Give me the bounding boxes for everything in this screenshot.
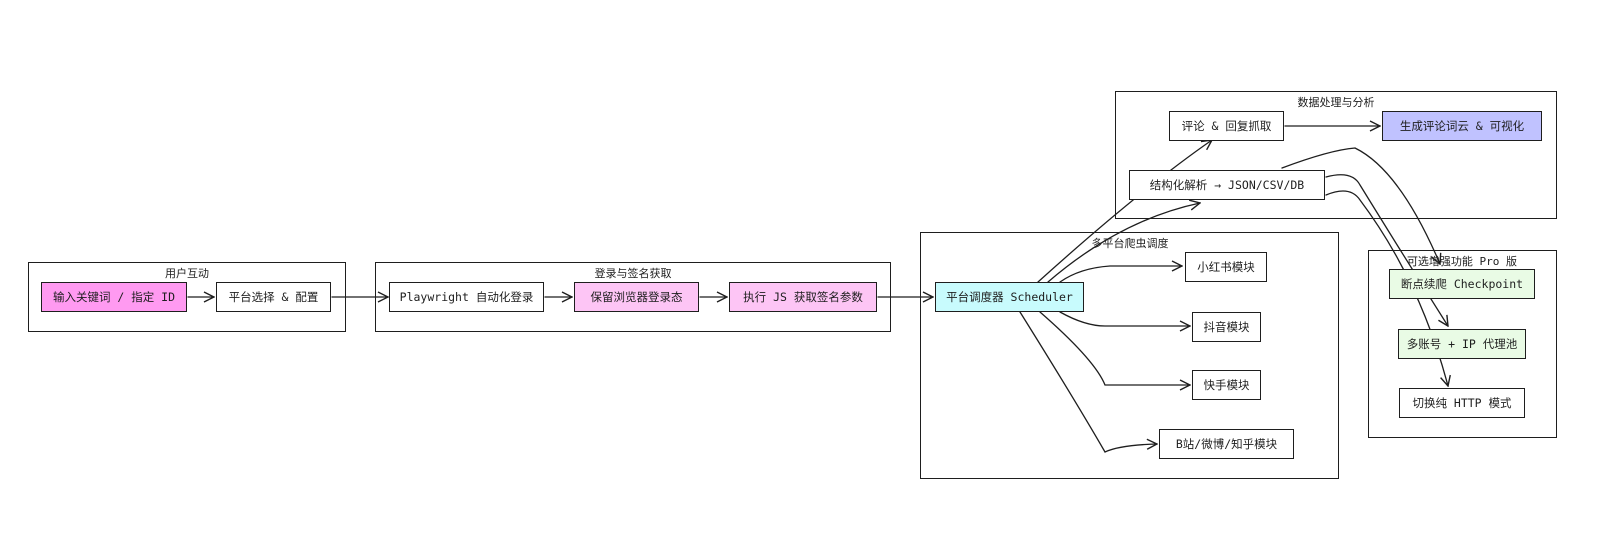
- edge-scheduler-to-comments: [1037, 140, 1212, 283]
- node-input-keyword: 输入关键词 / 指定 ID: [41, 282, 187, 312]
- node-wordcloud: 生成评论词云 & 可视化: [1382, 111, 1542, 141]
- node-playwright-login: Playwright 自动化登录: [389, 282, 544, 312]
- edge-parse-to-checkpoint: [1281, 147, 1440, 264]
- group-multi-platform-scheduler: [920, 232, 1339, 479]
- node-checkpoint: 断点续爬 Checkpoint: [1389, 269, 1535, 299]
- edge-parse-to-proxy-pool: [1325, 174, 1448, 326]
- group-login-signature-label: 登录与签名获取: [594, 267, 672, 280]
- group-data-processing-label: 数据处理与分析: [1297, 96, 1375, 109]
- node-keep-login: 保留浏览器登录态: [574, 282, 699, 312]
- node-comments: 评论 & 回复抓取: [1169, 111, 1284, 141]
- node-douyin: 抖音模块: [1192, 312, 1261, 342]
- node-exec-js: 执行 JS 获取签名参数: [729, 282, 877, 312]
- node-parse: 结构化解析 → JSON/CSV/DB: [1129, 170, 1325, 200]
- edge-scheduler-to-kuaishou: [1039, 311, 1190, 385]
- edge-scheduler-to-douyin: [1059, 311, 1190, 326]
- group-multi-platform-scheduler-label: 多平台爬虫调度: [1091, 237, 1169, 250]
- edge-scheduler-to-bili: [1019, 311, 1157, 453]
- node-platform-select: 平台选择 & 配置: [216, 282, 331, 312]
- edge-scheduler-to-parse: [1047, 203, 1200, 283]
- node-http-mode: 切换纯 HTTP 模式: [1399, 388, 1525, 418]
- group-pro-features: [1368, 250, 1557, 438]
- node-scheduler: 平台调度器 Scheduler: [935, 282, 1084, 312]
- group-data-processing: [1115, 91, 1557, 219]
- edge-scheduler-to-xhs: [1059, 266, 1182, 283]
- node-xhs: 小红书模块: [1185, 252, 1267, 282]
- node-bili-weibo-zhihu: B站/微博/知乎模块: [1159, 429, 1294, 459]
- group-user-interaction-label: 用户互动: [165, 267, 209, 280]
- node-proxy-pool: 多账号 + IP 代理池: [1398, 329, 1526, 359]
- node-kuaishou: 快手模块: [1192, 370, 1261, 400]
